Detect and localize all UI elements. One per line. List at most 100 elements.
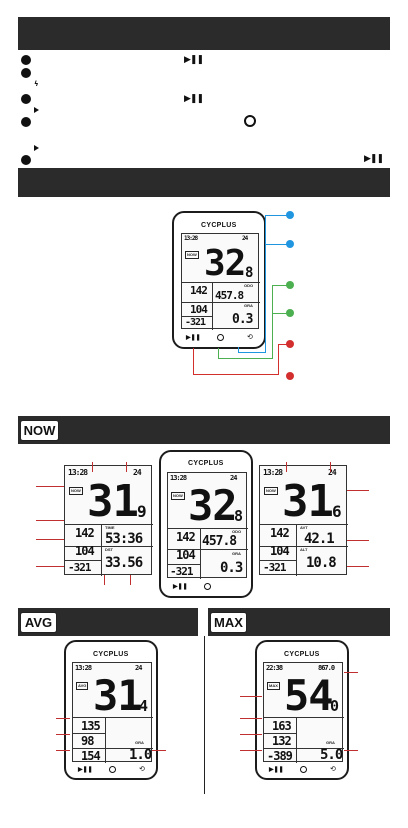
now-badge: NOW — [69, 487, 83, 495]
battery: 867.0 — [318, 664, 335, 672]
power-icon — [244, 115, 256, 127]
battery: 24 — [133, 468, 142, 477]
callout-line — [56, 734, 70, 735]
alt-value: -321 — [68, 561, 91, 574]
speed-main: 32 — [188, 481, 238, 530]
callout-line — [104, 575, 105, 585]
blue-wire — [265, 244, 291, 245]
power-icon — [300, 766, 307, 773]
callout-line — [240, 734, 262, 735]
speed-main: 31 — [93, 671, 143, 720]
cad-value: 104 — [176, 548, 196, 562]
divider — [168, 528, 248, 529]
gra-label: GRA — [135, 740, 144, 745]
divider — [101, 524, 102, 576]
speed-main: 31 — [282, 476, 334, 527]
power-icon — [109, 766, 116, 773]
battery: 24 — [242, 235, 248, 242]
hr-value: 142 — [270, 526, 290, 540]
divider — [168, 549, 248, 550]
bullet-4 — [21, 117, 31, 127]
divider — [168, 564, 200, 565]
play-pause-icon: ▶❚❚ — [186, 335, 201, 341]
blue-wire — [238, 352, 266, 353]
device-main: CYCPLUS 13:28 24 NOW 32 8 142 ODO 457.8 … — [172, 211, 266, 349]
green-wire — [218, 348, 219, 359]
device-brand: CYCPLUS — [93, 651, 129, 658]
avg-badge: AVG — [76, 682, 89, 690]
device-screen: 13:28 24 NOW 32 8 142 ODO 457.8 104 GRA … — [181, 233, 260, 330]
play-pause-icon: ▶❚❚ — [184, 55, 204, 65]
alt-reading: 10.8 — [306, 555, 337, 571]
now-badge: NOW — [264, 487, 278, 495]
hr-value: 142 — [75, 526, 95, 540]
divider — [182, 316, 212, 317]
callout-line — [347, 490, 369, 491]
header-band-1 — [18, 17, 390, 50]
power-icon — [217, 334, 224, 341]
divider — [73, 748, 153, 749]
blue-wire — [265, 215, 266, 352]
now-left-screen: 13:28 24 NOW 31 9 142 TIME 53:36 104 DST… — [64, 465, 153, 576]
blue-wire — [238, 347, 239, 353]
loop-icon: ⟲ — [139, 766, 145, 773]
divider — [296, 524, 297, 576]
odo-value: 457.8 — [215, 289, 244, 302]
alt-value: -389 — [267, 749, 293, 763]
green-wire — [272, 285, 273, 358]
divider — [182, 282, 260, 283]
divider — [212, 282, 213, 330]
play-pause-icon: ▶❚❚ — [78, 767, 93, 773]
battery: 24 — [135, 664, 143, 672]
now-tag: NOW — [20, 420, 59, 441]
odo-value: 457.8 — [202, 534, 237, 549]
avt-label: AVT — [300, 525, 308, 530]
callout-line — [92, 462, 93, 472]
play-pause-icon: ▶❚❚ — [269, 767, 284, 773]
divider — [65, 560, 101, 561]
alt-value: 154 — [81, 749, 101, 763]
play-pause-icon: ▶❚❚ — [364, 154, 384, 164]
divider — [264, 717, 344, 718]
speed-main: 31 — [87, 476, 139, 527]
loop-icon: ⟲ — [247, 334, 253, 341]
divider — [105, 717, 106, 763]
divider — [264, 748, 344, 749]
callout-line — [36, 486, 64, 487]
now-badge: NOW — [185, 251, 199, 259]
red-marker — [286, 340, 294, 348]
divider — [73, 733, 105, 734]
cad-value: 132 — [272, 734, 292, 748]
avg-tag: AVG — [20, 612, 57, 633]
hr-value: 163 — [272, 719, 292, 733]
green-wire — [272, 313, 290, 314]
hr-value: 142 — [176, 530, 196, 544]
blue-marker — [286, 211, 294, 219]
avg-device: CYCPLUS 13:28 24 AVG 31 4 135 98 GRA 154… — [64, 640, 158, 780]
max-badge: MAX — [267, 682, 280, 690]
divider — [264, 733, 296, 734]
divider — [260, 524, 348, 525]
red-wire — [278, 344, 290, 345]
hr-value: 142 — [190, 284, 208, 297]
now-band — [18, 416, 390, 444]
divider — [260, 560, 296, 561]
alt-value: -321 — [263, 561, 286, 574]
gra-value: 0.3 — [232, 312, 254, 327]
divider — [200, 528, 201, 579]
callout-line — [344, 672, 358, 673]
gra-label: GRA — [232, 551, 241, 556]
cad-value: 98 — [81, 734, 94, 748]
avt-value: 42.1 — [304, 531, 335, 547]
alt-value: -321 — [185, 317, 206, 328]
dst-label: DST — [105, 547, 113, 552]
callout-line — [240, 750, 262, 751]
device-screen: 22:38 867.0 MAX 54 0 163 132 GRA -389 5.… — [263, 662, 344, 763]
cad-value: 104 — [190, 303, 208, 316]
callout-line — [344, 750, 358, 751]
now-center-device: CYCPLUS 13:28 24 NOW 32 8 142 ODO 457.8 … — [159, 450, 253, 598]
device-brand: CYCPLUS — [201, 222, 237, 229]
speed-dec: 9 — [137, 502, 147, 521]
blue-marker — [286, 240, 294, 248]
callout-line — [56, 718, 70, 719]
